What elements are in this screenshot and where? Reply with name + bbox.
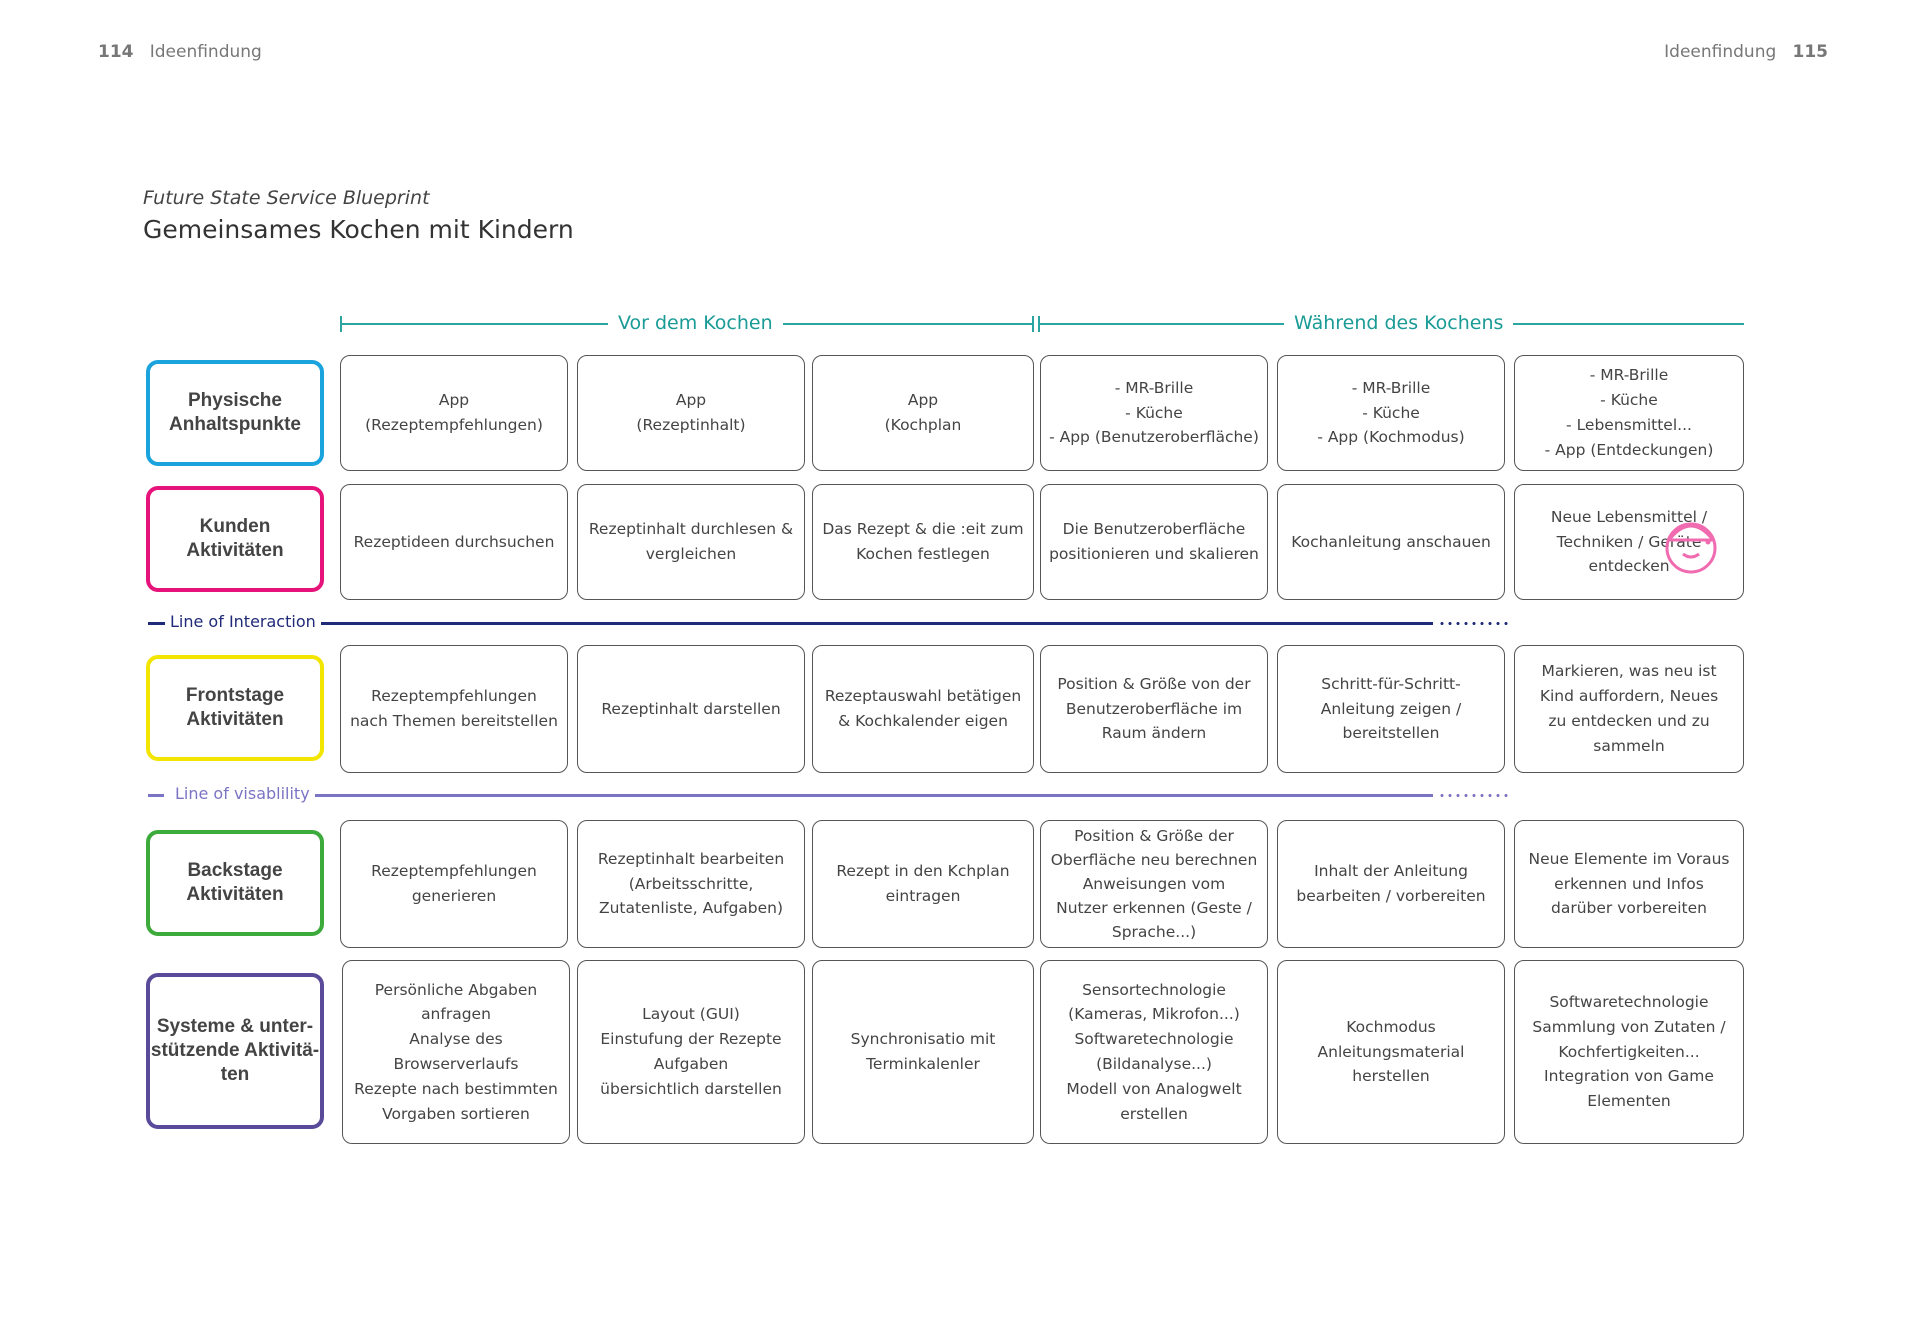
page-number-left: 114 — [98, 42, 134, 62]
page-header-left: 114 Ideenfindung — [98, 42, 262, 62]
line-of-interaction-label: Line of Interaction — [165, 612, 321, 631]
page-number-right: 115 — [1792, 42, 1829, 62]
row-label-systeme: Systeme & unter- stützende Aktivitä- ten — [146, 973, 324, 1129]
cell-systeme-3: Synchronisatio mit Terminkalenler — [812, 960, 1034, 1144]
cell-systeme-2: Layout (GUI) Einstufung der Rezepte Aufg… — [577, 960, 805, 1144]
cell-systeme-1: Persönliche Abgaben anfragen Analyse des… — [342, 960, 570, 1144]
page-header-right: Ideenfindung 115 — [1664, 42, 1828, 62]
cell-backstage-4: Position & Größe der Oberfläche neu bere… — [1040, 820, 1268, 948]
row-label-physische-anhaltspunkte: Physische Anhaltspunkte — [146, 360, 324, 466]
cell-kunden-2: Rezeptinhalt durchlesen & vergleichen — [577, 484, 805, 600]
blueprint-subtitle: Future State Service Blueprint — [143, 187, 430, 209]
cell-backstage-1: Rezeptempfehlungen generieren — [340, 820, 568, 948]
cell-backstage-6: Neue Elemente im Voraus erkennen und Inf… — [1514, 820, 1744, 948]
cell-frontstage-5: Schritt-für-Schritt- Anleitung zeigen / … — [1277, 645, 1505, 773]
row-label-frontstage-aktivitaeten: Frontstage Aktivitäten — [146, 655, 324, 761]
cell-frontstage-3: Rezeptauswahl betätigen & Kochkalender e… — [812, 645, 1034, 773]
cell-systeme-6: Softwaretechnologie Sammlung von Zutaten… — [1514, 960, 1744, 1144]
cell-kunden-5: Kochanleitung anschauen — [1277, 484, 1505, 600]
cell-physische-5: - MR-Brille - Küche - App (Kochmodus) — [1277, 355, 1505, 471]
cell-kunden-4: Die Benutzeroberfläche positionieren und… — [1040, 484, 1268, 600]
cell-physische-1: App (Rezeptempfehlungen) — [340, 355, 568, 471]
cell-physische-4: - MR-Brille - Küche - App (Benutzeroberf… — [1040, 355, 1268, 471]
phase-label: Vor dem Kochen — [608, 312, 783, 334]
cell-backstage-3: Rezept in den Kchplan eintragen — [812, 820, 1034, 948]
cell-physische-6: - MR-Brille - Küche - Lebensmittel... - … — [1514, 355, 1744, 471]
cell-backstage-2: Rezeptinhalt bearbeiten (Arbeitsschritte… — [577, 820, 805, 948]
blueprint-title: Gemeinsames Kochen mit Kindern — [143, 215, 574, 244]
cell-frontstage-6: Markieren, was neu ist Kind auffordern, … — [1514, 645, 1744, 773]
cell-kunden-1: Rezeptideen durchsuchen — [340, 484, 568, 600]
section-title-left: Ideenfindung — [149, 42, 262, 62]
section-title-right: Ideenfindung — [1664, 42, 1777, 62]
line-of-visibility — [148, 794, 1510, 797]
cell-frontstage-4: Position & Größe von der Benutzeroberflä… — [1040, 645, 1268, 773]
cell-physische-3: App (Kochplan — [812, 355, 1034, 471]
row-label-kunden-aktivitaeten: Kunden Aktivitäten — [146, 486, 324, 592]
phase-waehrend-des-kochens: Während des Kochens — [1038, 312, 1744, 336]
phase-label: Während des Kochens — [1284, 312, 1514, 334]
cell-physische-2: App (Rezeptinhalt) — [577, 355, 805, 471]
row-label-backstage-aktivitaeten: Backstage Aktivitäten — [146, 830, 324, 936]
child-face-icon — [1665, 522, 1717, 574]
phase-vor-dem-kochen: Vor dem Kochen — [340, 312, 1034, 336]
line-of-visibility-label: Line of visablility — [170, 784, 315, 803]
cell-kunden-3: Das Rezept & die :eit zum Kochen festleg… — [812, 484, 1034, 600]
cell-frontstage-2: Rezeptinhalt darstellen — [577, 645, 805, 773]
cell-frontstage-1: Rezeptempfehlungen nach Themen bereitste… — [340, 645, 568, 773]
line-of-interaction — [148, 622, 1510, 625]
cell-systeme-4: Sensortechnologie (Kameras, Mikrofon...)… — [1040, 960, 1268, 1144]
cell-systeme-5: Kochmodus Anleitungsmaterial herstellen — [1277, 960, 1505, 1144]
cell-backstage-5: Inhalt der Anleitung bearbeiten / vorber… — [1277, 820, 1505, 948]
